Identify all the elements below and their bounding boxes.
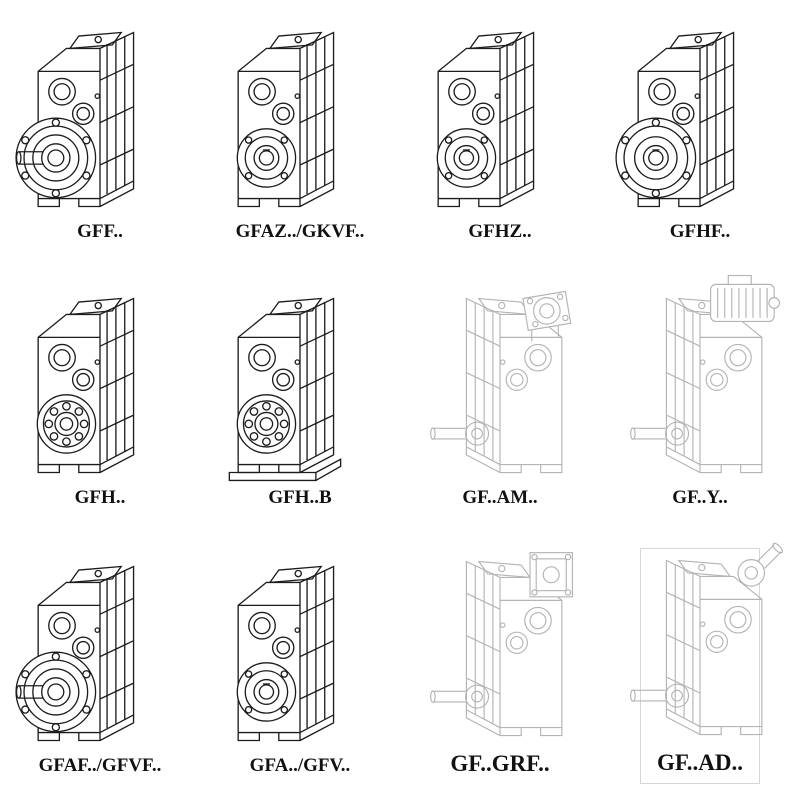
catalog-cell: GFH..B	[228, 282, 360, 516]
model-label: GFF..	[77, 221, 123, 243]
catalog-cell: GFAZ../GKVF..	[236, 16, 364, 250]
model-label: GFA../GFV..	[249, 755, 351, 777]
model-label: GFAZ../GKVF..	[235, 221, 365, 243]
catalog-cell: GFA../GFV..	[236, 548, 360, 784]
gearbox-flange-hollow-icon	[615, 32, 735, 208]
catalog-cell: GF..AD..	[630, 541, 785, 784]
model-label: GF..Y..	[672, 487, 728, 509]
model-label: GFHF..	[669, 221, 731, 243]
gearbox-hollow-shaft-icon	[436, 32, 535, 208]
catalog-cell: GF..GRF..	[430, 548, 573, 784]
catalog-cell: GFH..	[36, 282, 160, 516]
gearbox-hollow-shaft-icon	[236, 566, 335, 742]
gearbox-flange-shaft-icon	[15, 566, 135, 742]
gearbox-input-shaft-adapter-icon	[630, 541, 785, 736]
catalog-cell: GF..Y..	[630, 275, 780, 516]
catalog-cell: GFF..	[15, 16, 160, 250]
model-label: GF..GRF..	[450, 751, 550, 777]
catalog-cell: GFHZ..	[436, 16, 560, 250]
gearbox-foot-bearing-icon	[36, 298, 135, 474]
model-label: GF..AM..	[462, 487, 538, 509]
catalog-cell: GFAF../GFVF..	[15, 548, 162, 784]
gearbox-gear-adapter-icon	[430, 552, 573, 737]
model-label: GFHZ..	[468, 221, 532, 243]
gearbox-foot-bearing-base-icon	[228, 298, 342, 482]
catalog-cell: GFHF..	[615, 16, 760, 250]
model-label: GFH..B	[268, 487, 332, 509]
model-label: GFH..	[74, 487, 126, 509]
catalog-cell: GF..AM..	[430, 282, 572, 516]
gearbox-flange-shaft-icon	[15, 32, 135, 208]
gearbox-hollow-shaft-icon	[236, 32, 335, 208]
gearbox-iec-adapter-icon	[430, 291, 572, 474]
gearbox-with-motor-icon	[630, 275, 780, 474]
model-label: GFAF../GFVF..	[38, 755, 162, 777]
model-label: GF..AD..	[656, 750, 744, 776]
